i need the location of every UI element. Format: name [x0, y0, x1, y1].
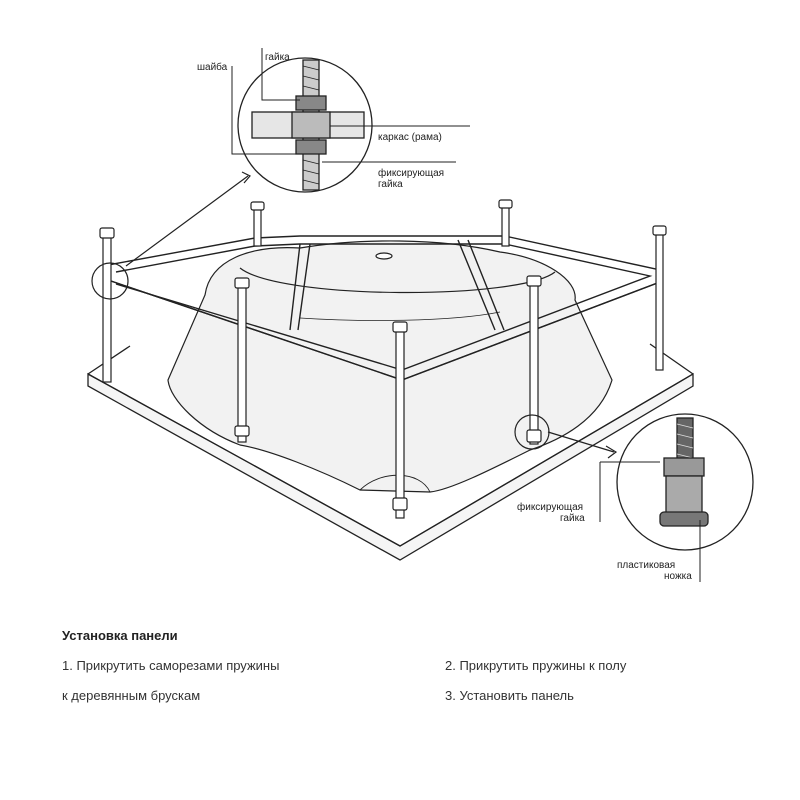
frame-label: каркас (рама): [378, 132, 442, 143]
plastic-leg-label-line2: ножка: [664, 571, 692, 582]
frame-legs: [99, 199, 667, 519]
lock-nut-top-label-line2: гайка: [378, 179, 403, 190]
nut-label: гайка: [265, 52, 290, 63]
label-leaders: [231, 48, 701, 582]
plastic-leg-label-line1: пластиковая: [617, 560, 675, 571]
step-2: 2. Прикрутить пружины к полу: [445, 658, 627, 673]
bathtub-frame-diagram: шайба гайка каркас (рама) фиксирующая га…: [87, 48, 754, 582]
step-3: 3. Установить панель: [445, 688, 574, 703]
lock-nut-bottom-label-line2: гайка: [560, 513, 585, 524]
washer-label: шайба: [197, 61, 228, 73]
callout-markers: [91, 171, 618, 459]
instructions-title: Установка панели: [62, 628, 178, 643]
lock-nut-top-label-line1: фиксирующая: [378, 167, 444, 179]
lock-nut-bottom-label-line1: фиксирующая: [517, 501, 583, 513]
step-1-line-2: к деревянным брускам: [62, 688, 201, 703]
diagram-labels: шайба гайка каркас (рама) фиксирующая га…: [197, 52, 692, 582]
step-1-line-1: 1. Прикрутить саморезами пружины: [62, 658, 280, 673]
instructions: Установка панели: [62, 628, 762, 657]
frame-joint-detail: [237, 57, 373, 193]
foot-detail: [616, 413, 754, 551]
